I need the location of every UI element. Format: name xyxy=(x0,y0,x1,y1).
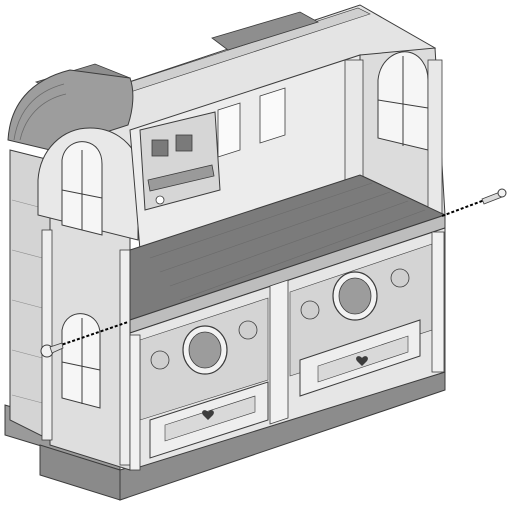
lower-facade xyxy=(129,227,446,471)
left-tower xyxy=(7,69,139,471)
upper-back-wall xyxy=(129,47,446,251)
screw-left xyxy=(40,321,129,358)
screw-right xyxy=(441,188,507,217)
